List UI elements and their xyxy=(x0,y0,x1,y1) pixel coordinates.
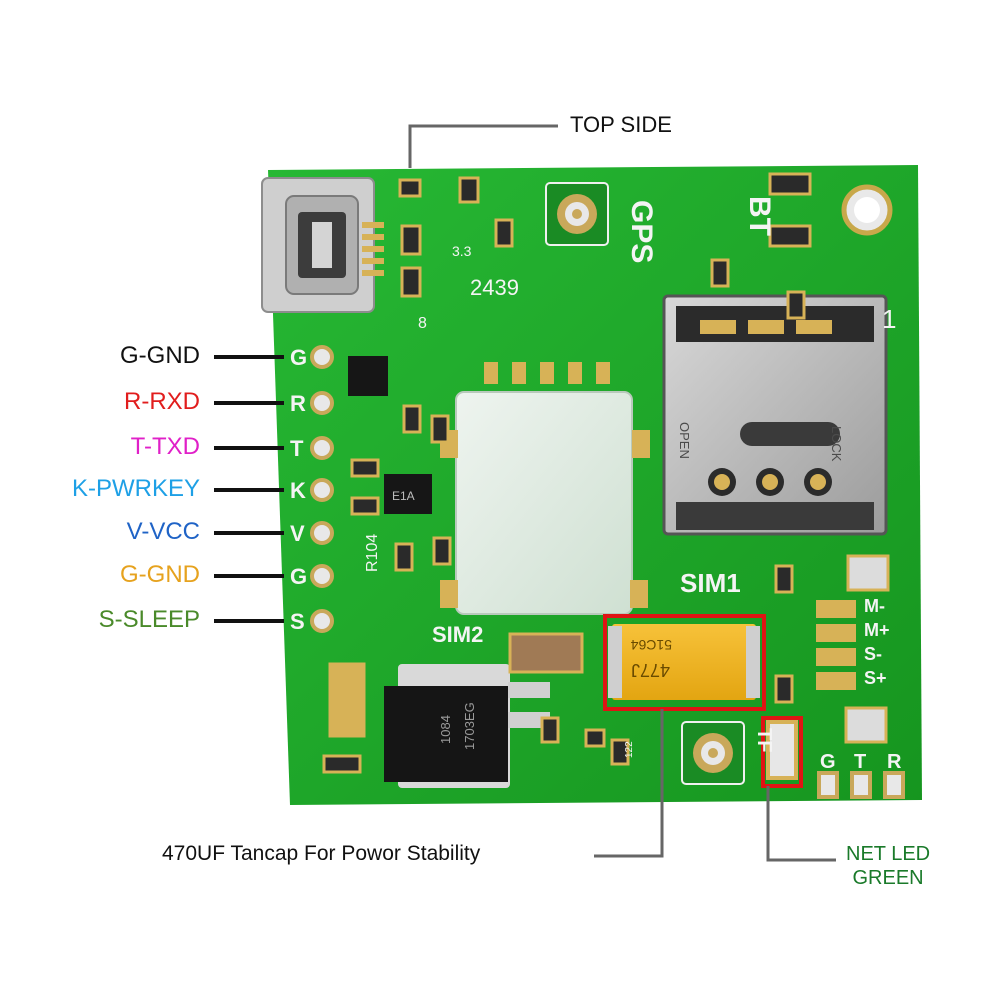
silk-sim2: SIM2 xyxy=(432,622,483,647)
silk-audio-m-plus: M+ xyxy=(864,620,890,640)
gps-antenna-connector xyxy=(545,182,609,246)
pin-silk-letter: G xyxy=(290,345,307,370)
silk-3-3: 3.3 xyxy=(452,243,472,259)
net-led-highlight-box xyxy=(761,716,803,788)
voltage-regulator xyxy=(384,664,550,788)
pin-hole xyxy=(310,478,334,502)
silk-open: OPEN xyxy=(677,422,692,459)
pin-label: T-TXD xyxy=(130,433,200,460)
pin-hole xyxy=(310,345,334,369)
ic-marking: E1A xyxy=(392,489,415,503)
silk-2439: 2439 xyxy=(470,275,519,300)
pin-hole xyxy=(310,564,334,588)
pin-hole xyxy=(310,436,334,460)
gsm-antenna-connector xyxy=(681,721,745,785)
pin-silk-letter: R xyxy=(290,391,306,416)
net-led-line-2: GREEN xyxy=(852,867,924,889)
cap-marking: 51C64 xyxy=(631,637,672,653)
tancap-label: 470UF Tancap For Powor Stability xyxy=(162,842,481,865)
silk-bottom-r: R xyxy=(887,751,902,773)
pin-label: R-RXD xyxy=(124,388,200,415)
regulator-marking: 1084 xyxy=(438,715,453,744)
tantalum-capacitor xyxy=(608,624,760,700)
pin-label: G-GND xyxy=(120,561,200,588)
silk-gps: GPS xyxy=(625,200,658,263)
tancap-highlight-box xyxy=(603,614,766,711)
silk-audio-m-minus: M- xyxy=(864,596,885,616)
audio-pads xyxy=(816,600,856,690)
gsm-module-shield xyxy=(455,391,633,615)
net-led-callout-line xyxy=(766,786,836,862)
silk-bottom-g: G xyxy=(820,751,836,773)
net-led xyxy=(766,720,798,780)
pin-hole xyxy=(310,609,334,633)
pin-silk-letter: K xyxy=(290,478,306,503)
pin-silk-letter: V xyxy=(290,521,305,546)
small-ic xyxy=(384,474,432,514)
sim-card-holder xyxy=(662,294,888,536)
silk-audio-s-plus: S+ xyxy=(864,668,887,688)
silk-lock: LOCK xyxy=(829,426,844,462)
micro-usb-connector xyxy=(261,177,384,313)
left-header-pins xyxy=(310,345,334,633)
silk-122: 122 xyxy=(624,741,635,758)
pin-silk-letter: G xyxy=(290,564,307,589)
small-ic xyxy=(348,356,388,396)
net-led-label: NET LED GREEN xyxy=(846,842,930,890)
bottom-header-pins xyxy=(817,771,905,799)
silk-bottom-t: T xyxy=(854,751,866,773)
silk-sim1: SIM1 xyxy=(680,568,741,598)
pin-silk-letter: S xyxy=(290,609,305,634)
silk-audio-s-minus: S- xyxy=(864,644,882,664)
silk-r104: R104 xyxy=(364,534,381,572)
pin-label: K-PWRKEY xyxy=(71,475,200,502)
top-side-label: TOP SIDE xyxy=(570,112,672,137)
tancap-callout-line xyxy=(594,709,664,858)
pin-leader-lines xyxy=(214,355,284,623)
silk-1: 1 xyxy=(882,304,896,334)
pin-hole xyxy=(310,521,334,545)
net-led-line-1: NET LED xyxy=(846,843,931,865)
pin-label: V-VCC xyxy=(126,518,200,545)
pin-label: S-SLEEP xyxy=(98,606,200,633)
pin-hole xyxy=(310,391,334,415)
silk-tf: TF xyxy=(753,728,775,752)
smd-components xyxy=(322,172,890,774)
regulator-marking: 1703EG xyxy=(462,702,477,750)
top-side-callout-line xyxy=(408,124,558,168)
pin-silk-letter: T xyxy=(290,436,304,461)
module-top-pads xyxy=(484,362,610,384)
silk-bt: BT xyxy=(743,196,776,236)
pin-label: G-GND xyxy=(120,342,200,369)
silk-8: 8 xyxy=(418,315,427,332)
cap-marking: 477J xyxy=(631,660,670,680)
